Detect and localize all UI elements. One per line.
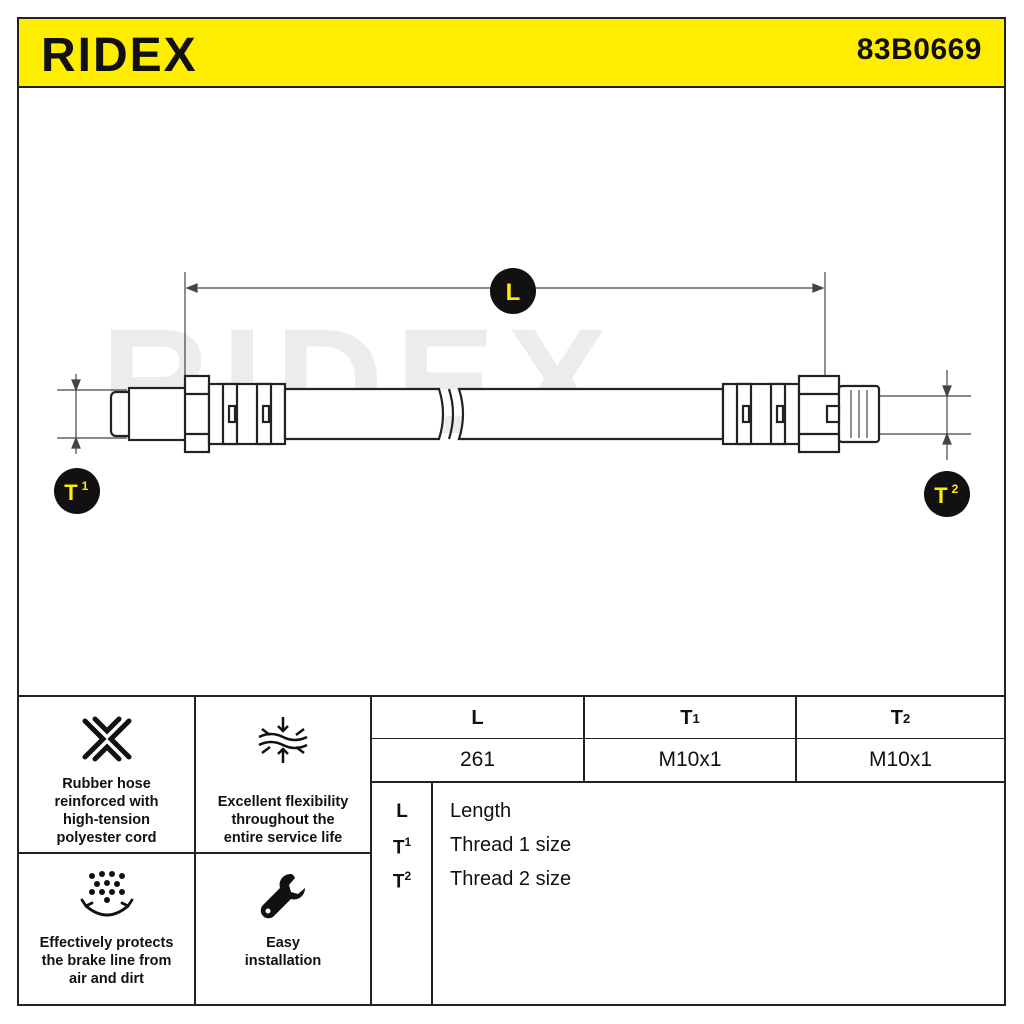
thread2-badge bbox=[924, 471, 970, 517]
brake-hose bbox=[109, 374, 881, 454]
thread2-badge-sup: 2 bbox=[952, 482, 959, 496]
legend-label-thread2: Thread 2 size bbox=[450, 868, 572, 890]
feature-text-line: Excellent flexibility bbox=[217, 794, 349, 810]
thread1-dimension bbox=[57, 374, 127, 454]
legend-label-length: Length bbox=[450, 800, 512, 822]
spec-value-length: 261 bbox=[459, 748, 496, 771]
feature-text-line: polyester cord bbox=[56, 830, 157, 846]
length-badge-label: L bbox=[506, 279, 521, 306]
feature-dirt-protection: Effectively protects the brake line from… bbox=[19, 854, 194, 1006]
feature-text-line: Rubber hose bbox=[62, 776, 151, 792]
legend-label-thread1: Thread 1 size bbox=[450, 834, 572, 856]
feature-rubber-hose: Rubber hose reinforced with high-tension… bbox=[19, 697, 194, 852]
feature-easy-installation: Easy installation bbox=[196, 854, 370, 1006]
header-bar: RIDEX 83B0669 bbox=[19, 19, 1004, 88]
thread1-badge bbox=[54, 468, 100, 514]
feature-text-line: installation bbox=[244, 953, 322, 969]
legend-key-thread1: T1 bbox=[392, 835, 412, 859]
product-sheet: RIDEX 83B0669 RIDEX L bbox=[17, 17, 1006, 1006]
flex-compress-icon bbox=[256, 715, 310, 770]
feature-text-line: high-tension bbox=[63, 812, 150, 828]
spec-header-length: L bbox=[471, 706, 484, 729]
wrench-icon bbox=[257, 870, 309, 927]
legend-key-length: L bbox=[396, 801, 408, 822]
spec-value-thread1: M10x1 bbox=[658, 748, 722, 771]
spec-value-thread2: M10x1 bbox=[868, 748, 933, 771]
feature-text-line: Easy bbox=[266, 935, 300, 951]
cross-weave-icon bbox=[81, 715, 133, 768]
thread1-badge-sup: 1 bbox=[82, 479, 89, 493]
features-grid: Rubber hose reinforced with high-tension… bbox=[19, 695, 370, 1006]
brand-logo-text: RIDEX bbox=[41, 29, 198, 82]
feature-text-line: entire service life bbox=[223, 830, 343, 846]
feature-text-line: Effectively protects bbox=[39, 935, 174, 951]
length-badge bbox=[490, 268, 536, 314]
feature-text-line: air and dirt bbox=[69, 971, 144, 987]
thread2-badge-label: T bbox=[934, 483, 948, 508]
dirt-shield-icon bbox=[80, 870, 134, 927]
feature-text-line: reinforced with bbox=[54, 794, 159, 810]
thread2-dimension bbox=[869, 370, 971, 460]
feature-text-line: the brake line from bbox=[41, 953, 172, 969]
brand-logo: RIDEX bbox=[39, 19, 279, 86]
feature-text-line: throughout the bbox=[231, 812, 335, 828]
feature-flexibility: Excellent flexibility throughout the ent… bbox=[196, 697, 370, 852]
legend-key-thread2: T2 bbox=[392, 869, 412, 893]
hose-drawing: RIDEX L T 1 bbox=[19, 88, 1004, 696]
thread1-badge-label: T bbox=[64, 480, 78, 505]
part-number: 83B0669 bbox=[856, 33, 982, 66]
